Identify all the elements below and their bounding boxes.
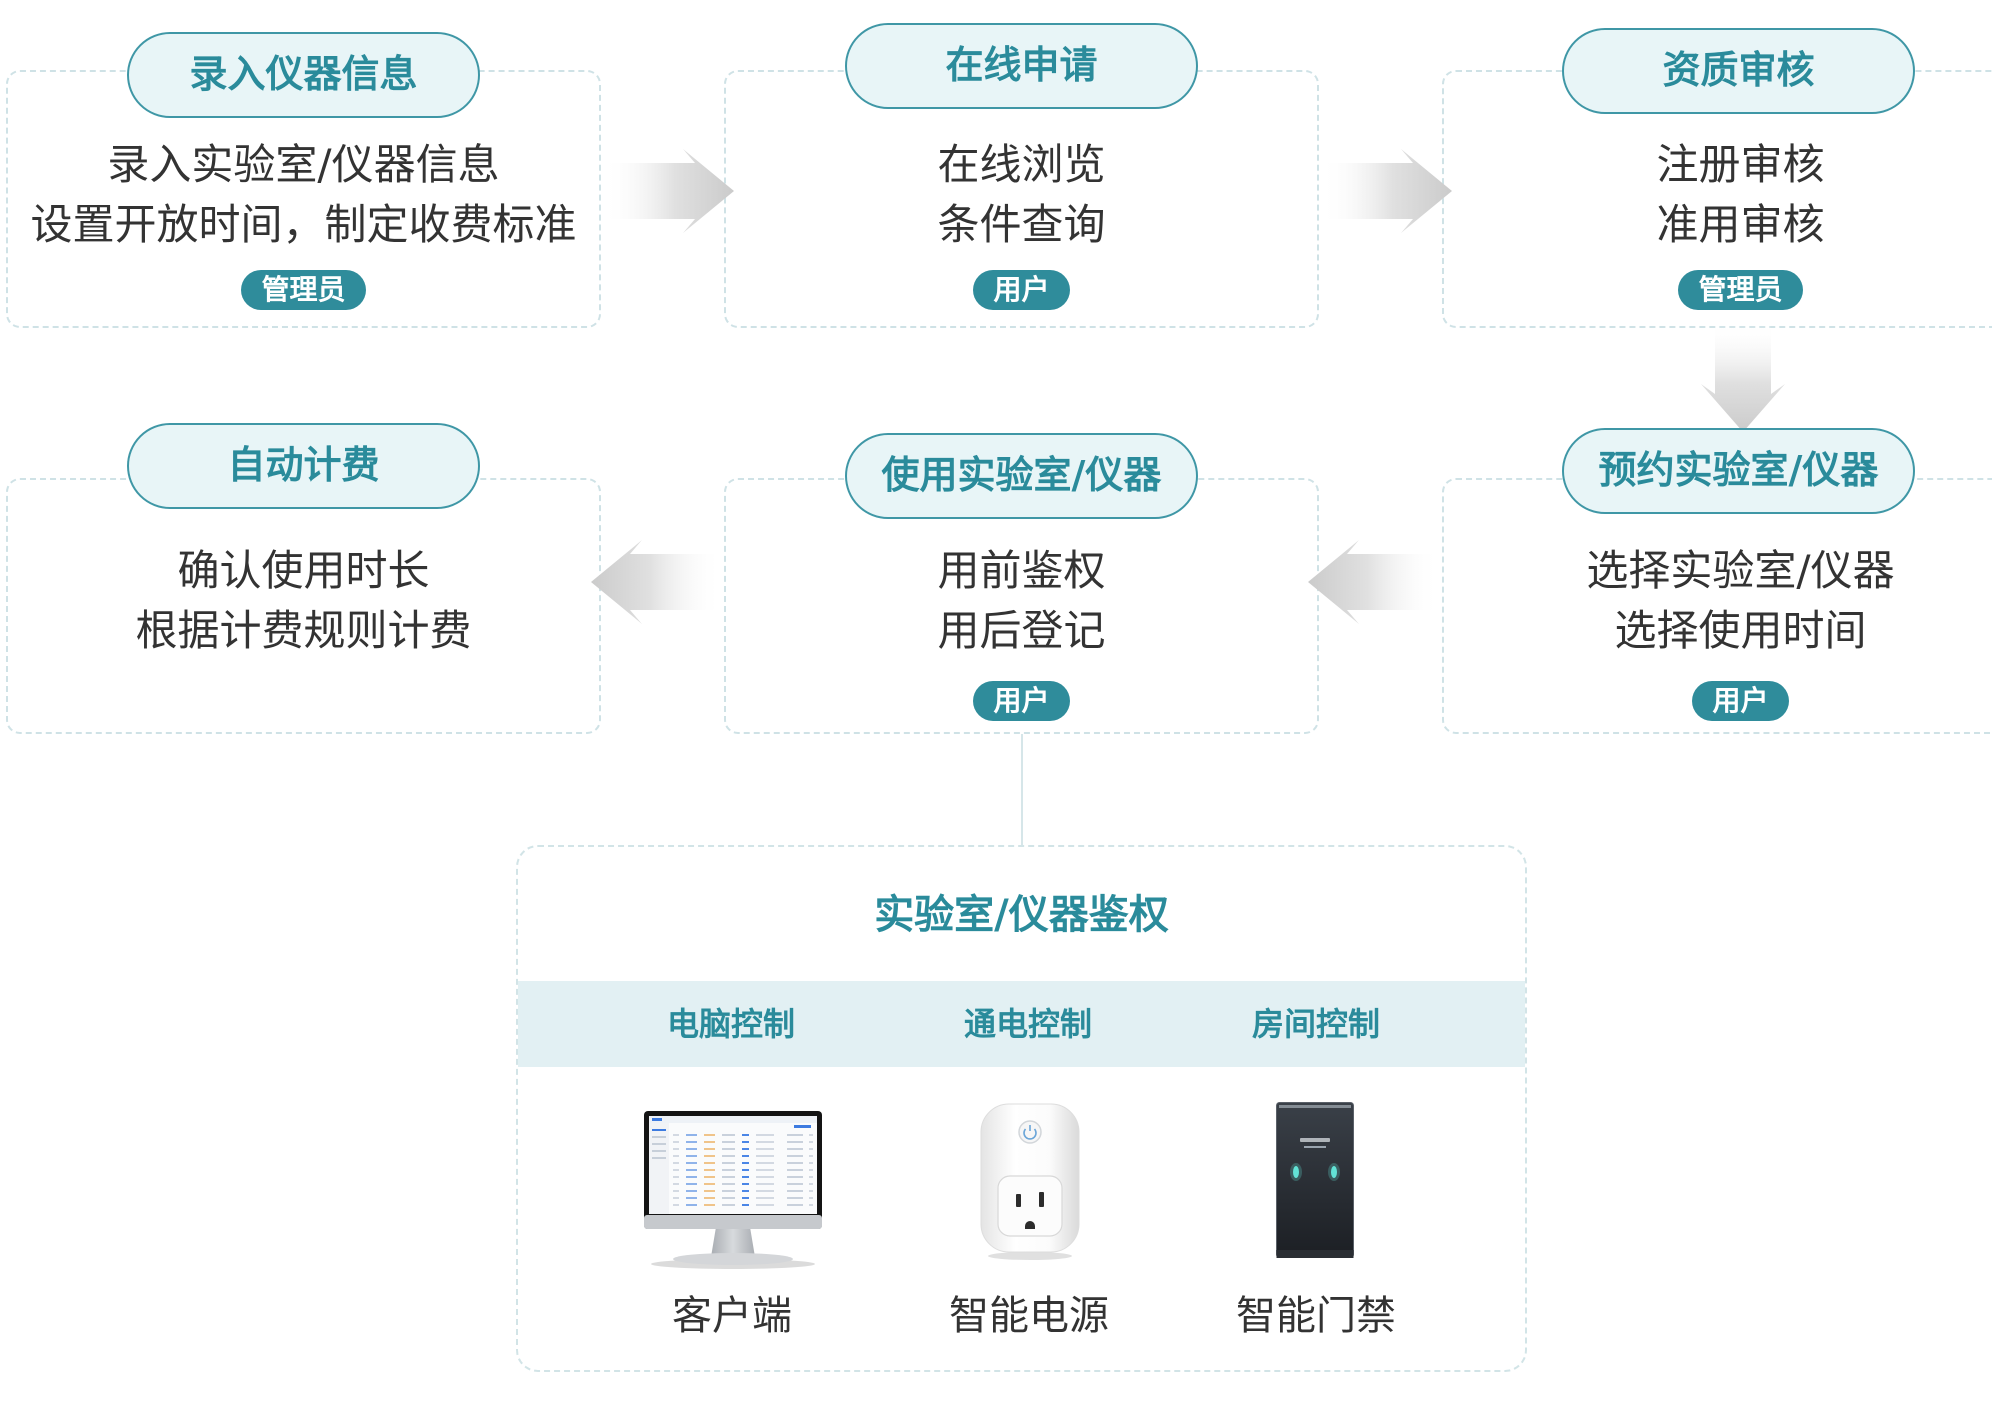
step-description-line: 在线浏览 <box>937 140 1106 189</box>
step-description-line: 录入实验室/仪器信息 <box>107 140 500 189</box>
flow-arrow-left-icon <box>1308 540 1439 624</box>
control-type-band: 电脑控制 通电控制 房间控制 <box>518 981 1525 1067</box>
role-row: 用户 <box>726 681 1317 721</box>
step-description: 注册审核 准用审核 <box>1489 135 1992 255</box>
control-type-power: 通电控制 <box>963 1005 1092 1043</box>
control-type-room: 房间控制 <box>1251 1005 1380 1043</box>
role-badge: 用户 <box>973 681 1070 721</box>
step-title: 录入仪器信息 <box>127 32 480 118</box>
step-title: 自动计费 <box>127 423 480 509</box>
flow-arrow-right-icon <box>603 149 734 233</box>
step-description: 在线浏览 条件查询 <box>726 135 1317 255</box>
step-card-use-lab-instrument: 用前鉴权 用后登记 用户 <box>724 478 1319 734</box>
auth-panel-title: 实验室/仪器鉴权 <box>874 892 1169 938</box>
step-description-line: 注册审核 <box>1656 140 1825 189</box>
device-label-smart-power: 智能电源 <box>949 1293 1109 1339</box>
connector-line <box>1021 734 1023 845</box>
step-title: 预约实验室/仪器 <box>1562 428 1915 514</box>
step-description-line: 根据计费规则计费 <box>135 606 472 655</box>
step-title: 资质审核 <box>1562 28 1915 114</box>
step-description-line: 选择使用时间 <box>1614 606 1867 655</box>
step-description-line: 用后登记 <box>937 606 1106 655</box>
door-access-panel-icon <box>1276 1102 1354 1258</box>
step-description-line: 准用审核 <box>1656 200 1825 249</box>
step-title: 在线申请 <box>845 23 1198 109</box>
step-description-line: 设置开放时间，制定收费标准 <box>30 200 577 249</box>
step-description-line: 选择实验室/仪器 <box>1586 546 1895 595</box>
control-type-computer: 电脑控制 <box>666 1005 795 1043</box>
flow-arrow-right-icon <box>1321 149 1452 233</box>
auth-panel: 实验室/仪器鉴权 电脑控制 通电控制 房间控制 <box>516 845 1527 1372</box>
role-badge: 管理员 <box>1678 270 1803 310</box>
step-title: 使用实验室/仪器 <box>845 433 1198 519</box>
flow-arrow-down-icon <box>1701 322 1785 432</box>
step-description: 录入实验室/仪器信息 设置开放时间，制定收费标准 <box>8 135 599 255</box>
step-card-reserve-lab-instrument: 选择实验室/仪器 选择使用时间 用户 <box>1442 478 1992 734</box>
monitor-icon <box>644 1111 822 1269</box>
step-card-auto-billing: 确认使用时长 根据计费规则计费 <box>6 478 601 734</box>
role-badge: 用户 <box>973 270 1070 310</box>
step-description-line: 确认使用时长 <box>177 546 430 595</box>
step-card-online-application: 在线浏览 条件查询 用户 <box>724 70 1319 328</box>
role-row: 用户 <box>726 270 1317 310</box>
flow-arrow-left-icon <box>591 540 722 624</box>
step-description-line: 条件查询 <box>937 200 1106 249</box>
role-row: 管理员 <box>8 270 599 310</box>
step-description: 确认使用时长 根据计费规则计费 <box>8 541 599 661</box>
step-description: 选择实验室/仪器 选择使用时间 <box>1489 541 1992 661</box>
role-badge: 管理员 <box>241 270 366 310</box>
device-label-smart-door: 智能门禁 <box>1236 1293 1396 1339</box>
step-card-qualification-review: 注册审核 准用审核 管理员 <box>1442 70 1992 328</box>
role-row: 管理员 <box>1489 270 1992 310</box>
role-row: 用户 <box>1489 681 1992 721</box>
smart-plug-icon <box>980 1103 1080 1260</box>
step-description: 用前鉴权 用后登记 <box>726 541 1317 661</box>
step-description-line: 用前鉴权 <box>937 546 1106 595</box>
device-label-client: 客户端 <box>672 1293 792 1339</box>
role-badge: 用户 <box>1692 681 1789 721</box>
